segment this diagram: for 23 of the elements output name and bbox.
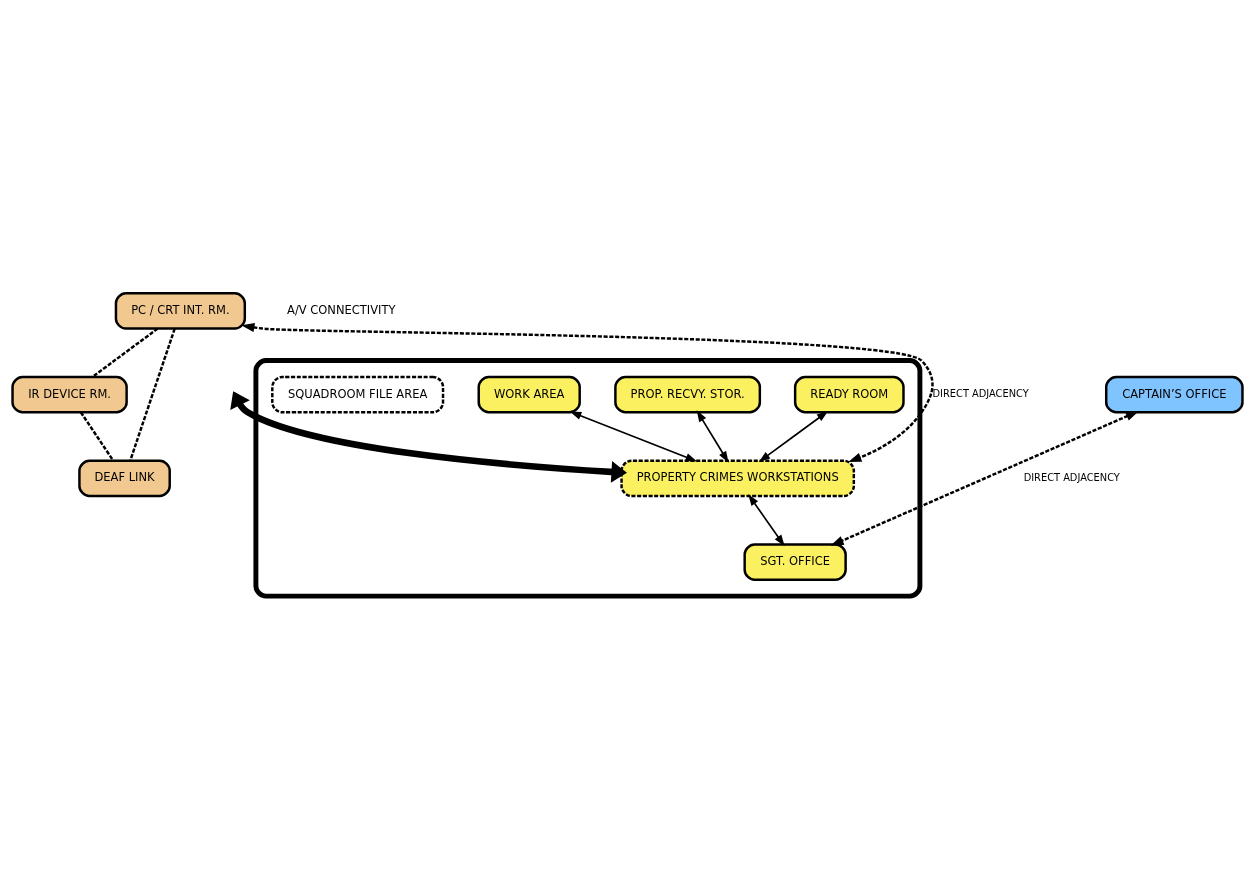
arrow xyxy=(696,410,729,463)
connector xyxy=(129,328,176,461)
cluster xyxy=(253,358,923,599)
node-box: PROP. RECVY. STOR. xyxy=(614,375,762,414)
node-box: DEAF LINK xyxy=(78,459,171,498)
node-box: IR DEVICE RM. xyxy=(11,375,128,414)
node-box: SGT. OFFICE xyxy=(743,543,847,581)
arrow xyxy=(748,494,785,547)
node-box: READY ROOM xyxy=(793,375,905,414)
node-box: SQUADROOM FILE AREA xyxy=(271,375,445,414)
edge-label: DIRECT ADJACENCY xyxy=(932,388,1029,400)
arrow xyxy=(758,411,829,463)
edge-label: DIRECT ADJACENCY xyxy=(1023,471,1120,483)
node-box: PROPERTY CRIMES WORKSTATIONS xyxy=(620,459,856,498)
arrow xyxy=(830,410,1139,546)
arrow xyxy=(241,322,934,462)
connector xyxy=(79,411,115,462)
node-box: PC / CRT INT. RM. xyxy=(114,292,247,330)
label: A/V CONNECTIVITY xyxy=(287,302,396,317)
node-box: WORK AREA xyxy=(477,375,581,414)
arrow xyxy=(569,411,698,462)
node-box: CAPTAIN’S OFFICE xyxy=(1105,375,1244,414)
connector xyxy=(91,327,159,378)
